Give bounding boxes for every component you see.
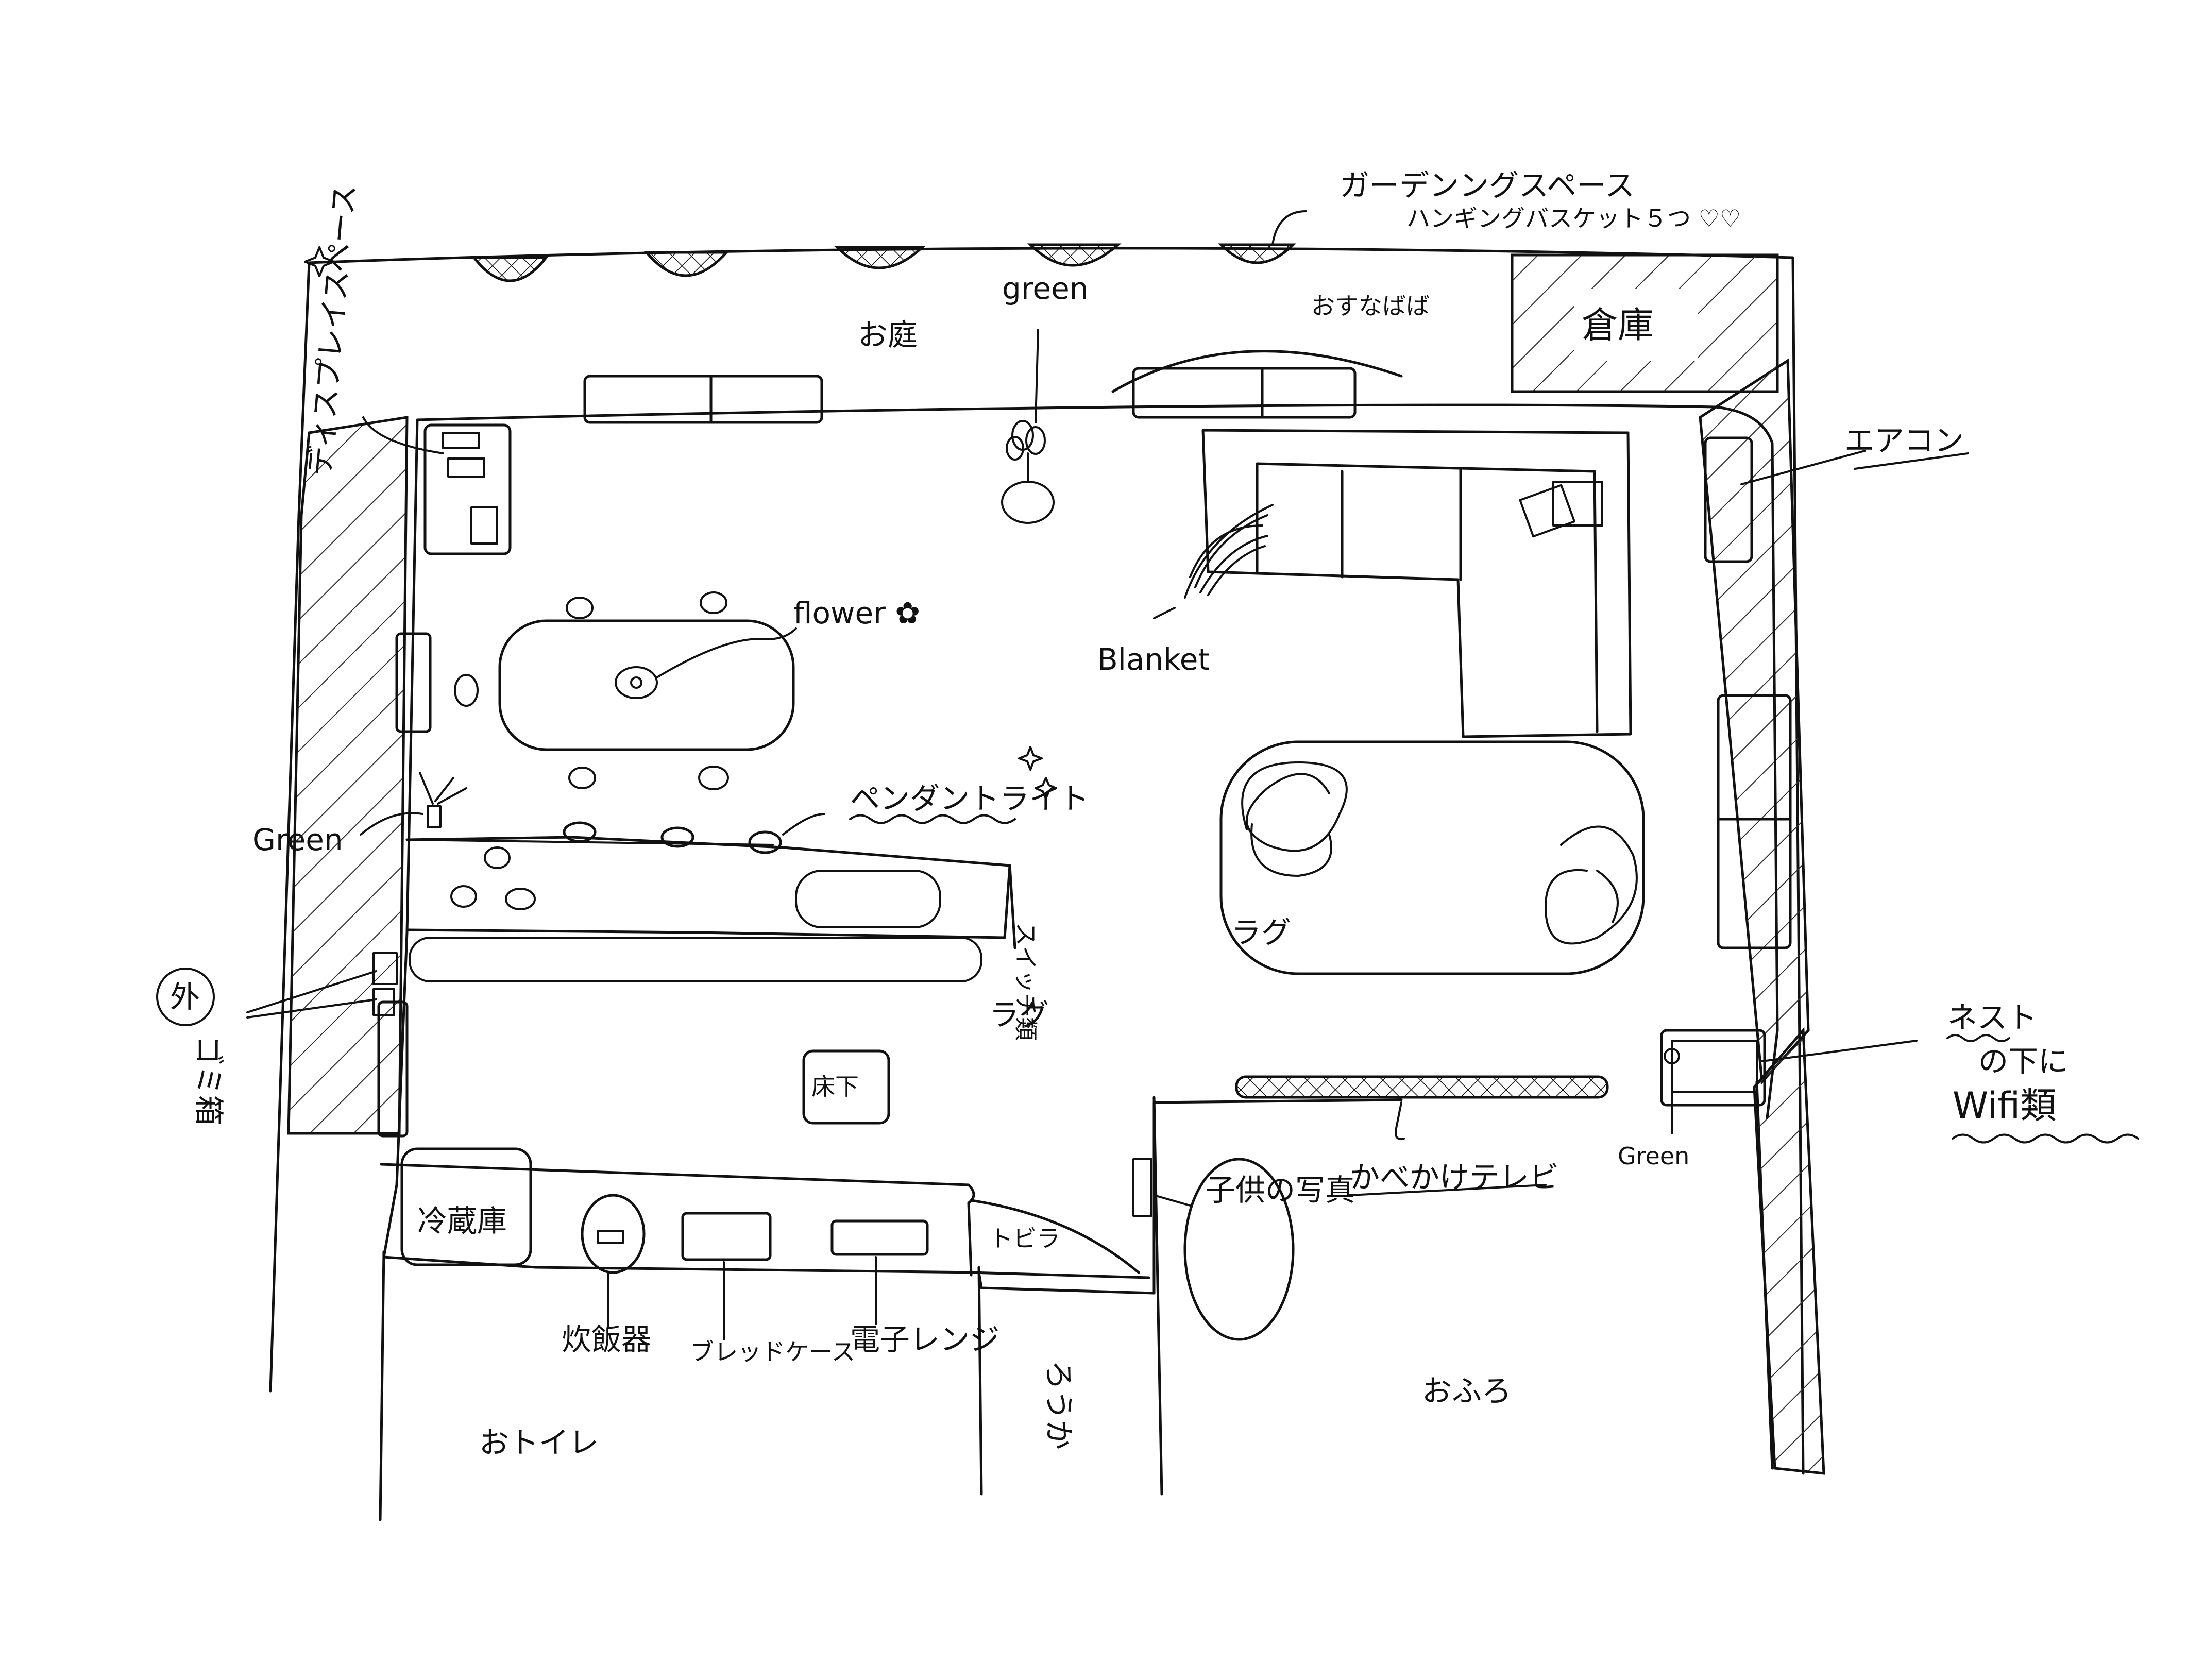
gardening-leader [1271,210,1307,246]
rice-cooker [581,1194,646,1274]
hanging-basket [1217,243,1297,264]
green-top-label: green [1002,271,1089,306]
air-conditioner [1704,436,1969,563]
wifi-label: Wifi類 [1953,1084,2056,1127]
potted-plant [1001,329,1055,524]
rug-center-label: ラグ [989,997,1049,1032]
hanging-baskets-label: ハンギングバスケット５つ ♡♡ [1406,205,1741,232]
green-plant-left [360,772,467,836]
storage-label: 倉庫 [1582,304,1654,346]
kitchen-back-counter [380,1147,975,1340]
dining-set [454,591,797,790]
hanging-basket [834,246,926,269]
wavy-underlines [849,814,2139,1144]
hallway-label: ろうか [1041,1360,1076,1450]
flower-icon [615,666,658,699]
blanket-label: Blanket [1097,642,1210,677]
door [970,1158,1152,1279]
wall-tv [1235,1075,1609,1196]
wall-tv-label: かべかけテレビ [1350,1160,1559,1195]
microwave [830,1219,929,1256]
hanging-basket [643,251,730,277]
bread-case [681,1212,772,1261]
garden-label: お庭 [858,317,918,352]
kitchen-counter [405,813,1016,982]
garden-benches [583,350,1403,424]
living-rug [1219,740,1645,975]
bread-case-label: ブレッドケース [690,1338,855,1366]
hanging-baskets [471,243,1297,282]
kids-photo-label: 子供の写真 [1206,1173,1355,1208]
trash-label: ゴミ箱 [191,1036,226,1125]
nest-wifi-box [1660,1029,1918,1134]
display-shelf [423,423,512,555]
fridge-label: 冷蔵庫 [417,1203,507,1238]
floor-hatch [802,1049,890,1125]
right-shelf [1717,694,1792,949]
bath-label: おふろ [1422,1373,1512,1409]
hatched-walls [287,358,1825,1475]
rug-living-label: ラグ [1231,915,1291,950]
left-wall-items [156,632,432,1138]
outer-walls [269,247,1805,1521]
aircon-label: エアコン [1844,423,1964,458]
floor-under-label: 床下 [811,1073,859,1100]
green-right-label: Green [1618,1142,1689,1170]
green-left-label: Green [252,822,343,857]
fridge [400,1147,532,1266]
sparkle-icon [1018,746,1043,771]
sparkle-icon [1035,777,1057,800]
rice-cooker-label: 炊飯器 [562,1322,651,1357]
door-label: トビラ [989,1225,1060,1252]
toilet-label: おトイレ [479,1425,599,1460]
hanging-basket [471,256,549,282]
hanging-basket [1027,243,1122,267]
pendant-light-label: ペンダントライト [850,781,1089,816]
nesuto-label: ネスト [1947,1000,2037,1035]
kids-photo [1153,1158,1295,1341]
sofa [1201,429,1632,738]
switches-label: スイッチ類 [1012,922,1040,1041]
interior-walls [382,403,1779,1295]
gardening-space-label: ガーデンングスペース [1340,168,1635,203]
blanket [1153,504,1274,619]
storage-room: 倉庫 [1511,253,1779,393]
sand-play-label: おすなばば [1311,292,1430,320]
flower-label: flower ✿ [793,596,920,631]
outside-label: 外 [170,979,200,1014]
under-label: の下に [1978,1044,2068,1079]
sparkle-icon [304,246,335,277]
labels: ガーデンングスペース ハンギングバスケット５つ ♡♡ ディスプレイスペース お庭… [170,168,2068,1460]
display-leader [362,416,444,454]
sparkle-icons [304,246,1057,800]
microwave-label: 電子レンジ [850,1322,999,1357]
